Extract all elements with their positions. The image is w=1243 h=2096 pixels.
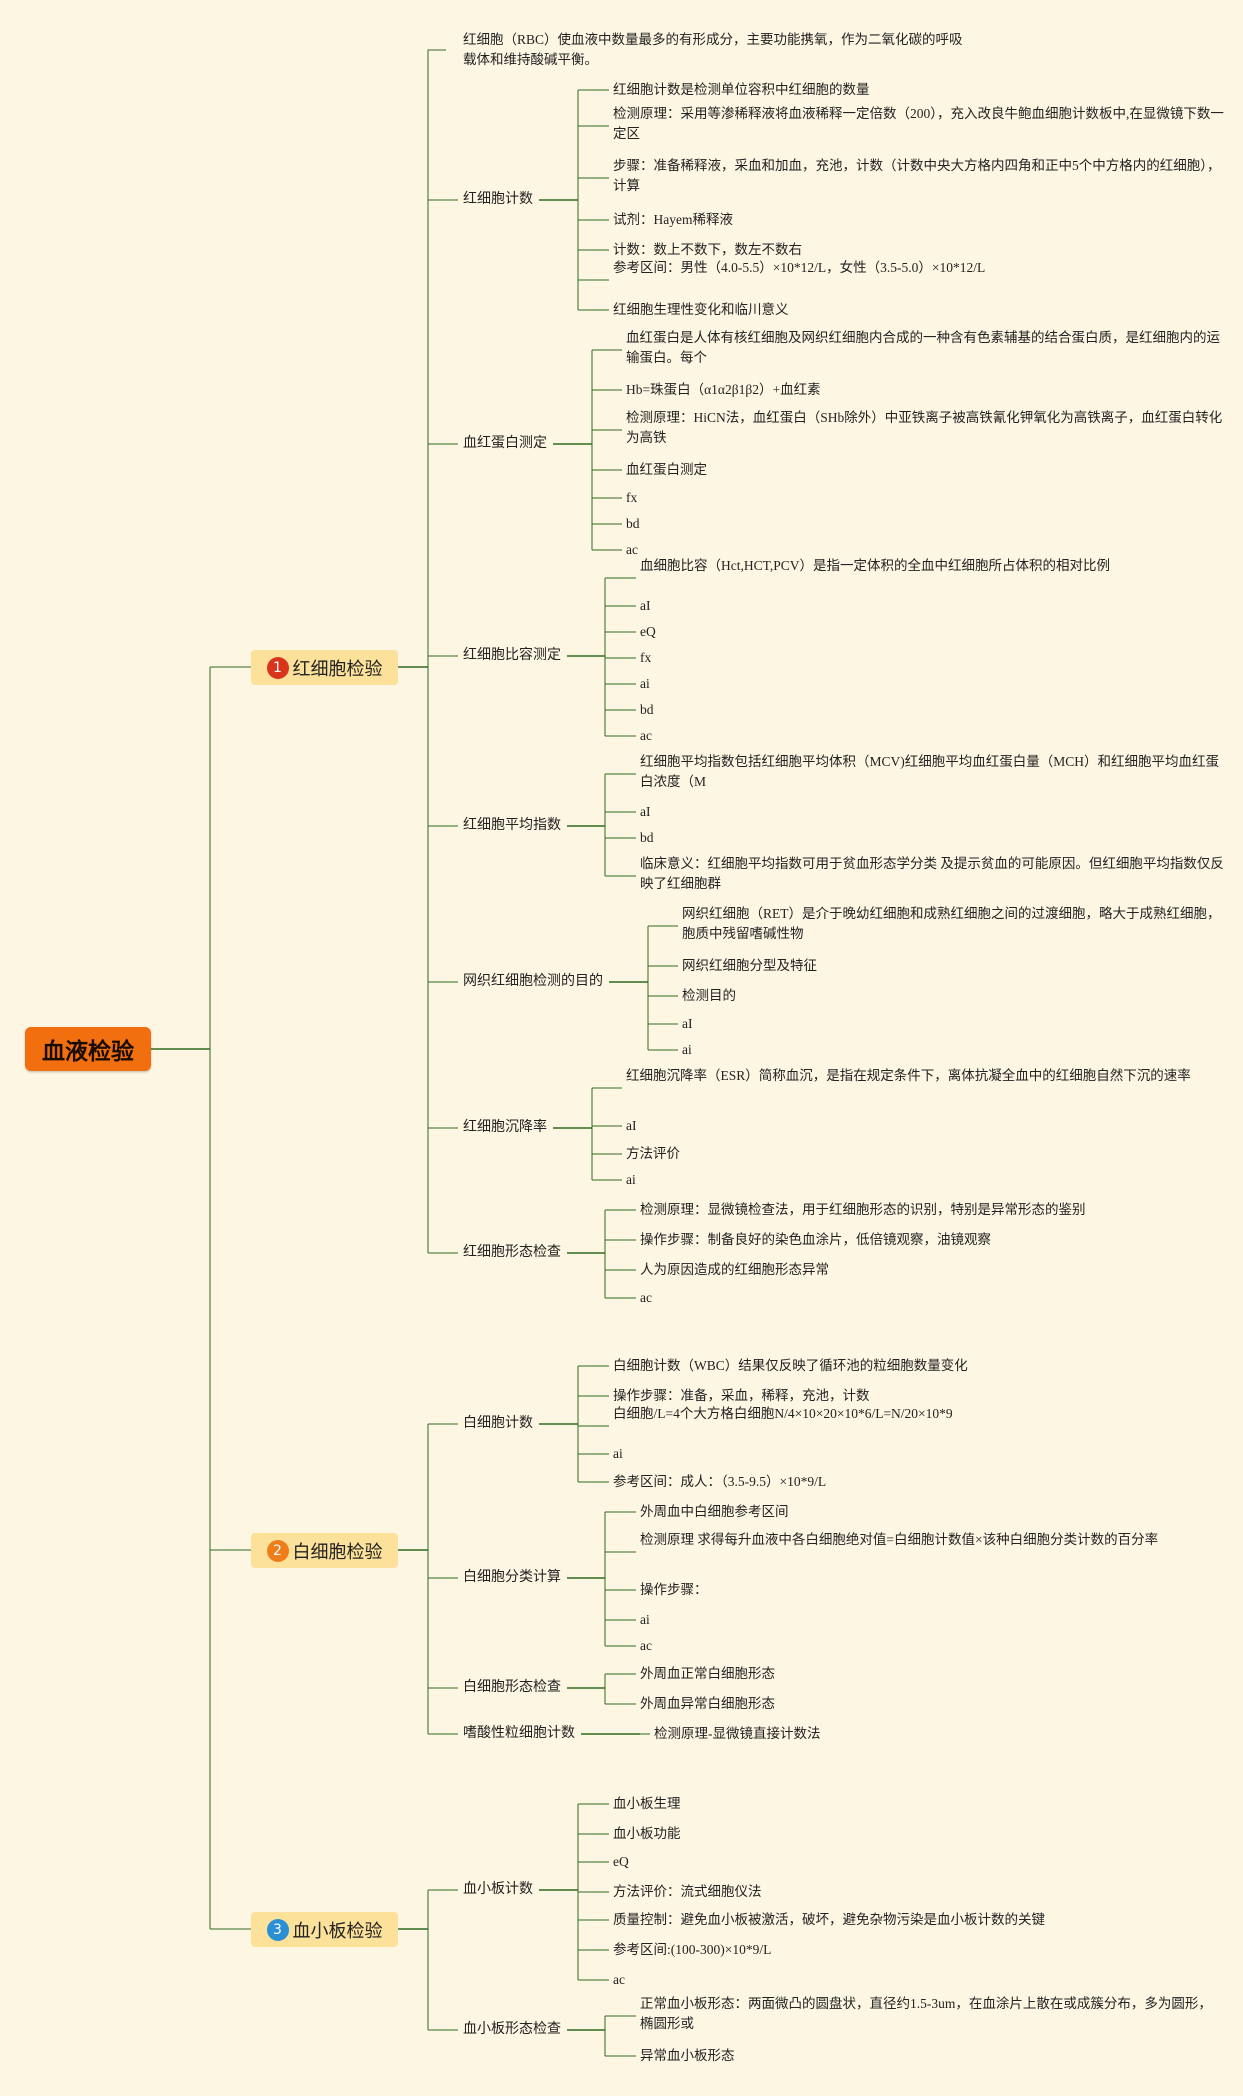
number-badge-icon: 1 bbox=[266, 656, 289, 679]
leaf-item: 参考区间：男性（4.0-5.5）×10*12/L，女性（3.5-5.0）×10*… bbox=[613, 260, 986, 275]
leaf-item: 临床意义：红细胞平均指数可用于贫血形态学分类 及提示贫血的可能原因。但红细胞平均… bbox=[640, 856, 1224, 891]
leaf-item: 白细胞/L=4个大方格白细胞N/4×10×20×10*6/L=N/20×10*9 bbox=[613, 1406, 953, 1421]
leaf-item: eQ bbox=[640, 624, 656, 639]
leaf-item: ac bbox=[626, 542, 638, 557]
leaf-item: Hb=珠蛋白（α1α2β1β2）+血红素 bbox=[626, 382, 821, 397]
leaf-item: 血小板生理 bbox=[613, 1796, 681, 1811]
leaf-item: 网织红细胞分型及特征 bbox=[682, 958, 817, 973]
leaf-item: 方法评价 bbox=[626, 1146, 680, 1161]
number-badge-icon: 3 bbox=[266, 1918, 289, 1941]
leaf-item: ai bbox=[640, 1612, 650, 1627]
topic-1-1: 白细胞分类计算 bbox=[463, 1570, 561, 1585]
leaf-item: 计数：数上不数下，数左不数右 bbox=[613, 242, 802, 257]
leaf-item: ac bbox=[613, 1972, 625, 1987]
leaf-item: 检测原理：采用等渗稀释液将血液稀释一定倍数（200），充入改良牛鲍血细胞计数板中… bbox=[613, 106, 1224, 141]
leaf-item: ai bbox=[626, 1172, 636, 1187]
leaf-item: 异常血小板形态 bbox=[640, 2048, 735, 2063]
topic-0-0: 红细胞计数 bbox=[463, 192, 533, 207]
leaf-item: ac bbox=[640, 1638, 652, 1653]
leaf-item: 红细胞计数是检测单位容积中红细胞的数量 bbox=[613, 82, 870, 97]
leaf-item: 红细胞生理性变化和临川意义 bbox=[613, 302, 789, 317]
leaf-item: bd bbox=[640, 702, 654, 717]
leaf-item: 人为原因造成的红细胞形态异常 bbox=[640, 1262, 829, 1277]
leaf-item: 参考区间：成人：（3.5-9.5）×10*9/L bbox=[613, 1474, 827, 1489]
section-label: 红细胞检验 bbox=[292, 658, 383, 680]
leaf-item: 试剂：Hayem稀释液 bbox=[613, 212, 733, 227]
leaf-item: 外周血异常白细胞形态 bbox=[640, 1696, 775, 1711]
leaf-item: aI bbox=[640, 804, 651, 819]
topic-0-4: 网织红细胞检测的目的 bbox=[463, 974, 603, 989]
leaf-item: 操作步骤： bbox=[640, 1582, 708, 1597]
topic-0-2: 红细胞比容测定 bbox=[463, 648, 561, 663]
intro-note: 红细胞（RBC）使血液中数量最多的有形成分，主要功能携氧，作为二氧化碳的呼吸载体… bbox=[463, 32, 963, 67]
leaf-item: 网织红细胞（RET）是介于晚幼红细胞和成熟红细胞之间的过渡细胞，略大于成熟红细胞… bbox=[682, 906, 1221, 941]
leaf-item: 检测原理：显微镜检查法，用于红细胞形态的识别，特别是异常形态的鉴别 bbox=[640, 1202, 1086, 1217]
leaf-item: 操作步骤：准备，采血，稀释，充池，计数 bbox=[613, 1388, 870, 1403]
leaf-item: 红细胞沉降率（ESR）简称血沉，是指在规定条件下，离体抗凝全血中的红细胞自然下沉… bbox=[626, 1068, 1191, 1083]
section-label: 血小板检验 bbox=[292, 1920, 383, 1942]
section-label: 白细胞检验 bbox=[292, 1541, 383, 1563]
leaf-item: 血小板功能 bbox=[613, 1826, 681, 1841]
leaf-item: 检测原理 求得每升血液中各白细胞绝对值=白细胞计数值×该种白细胞分类计数的百分率 bbox=[640, 1532, 1159, 1547]
leaf-item: aI bbox=[626, 1118, 637, 1133]
topic-2-0: 血小板计数 bbox=[463, 1882, 533, 1897]
leaf-item: ac bbox=[640, 1290, 652, 1305]
leaf-item: 白细胞计数（WBC）结果仅反映了循环池的粒细胞数量变化 bbox=[613, 1358, 968, 1373]
leaf-item: 外周血中白细胞参考区间 bbox=[640, 1504, 789, 1519]
leaf-item: 红细胞平均指数包括红细胞平均体积（MCV)红细胞平均血红蛋白量（MCH）和红细胞… bbox=[640, 754, 1220, 789]
leaf-item: ai bbox=[640, 676, 650, 691]
topic-2-1: 血小板形态检查 bbox=[463, 2022, 561, 2037]
leaf-item: bd bbox=[640, 830, 654, 845]
leaf-item: 外周血正常白细胞形态 bbox=[640, 1666, 775, 1681]
number-badge-icon: 2 bbox=[266, 1539, 289, 1562]
leaf-item: 检测原理-显微镜直接计数法 bbox=[654, 1726, 821, 1741]
leaf-item: 血细胞比容（Hct,HCT,PCV）是指一定体积的全血中红细胞所占体积的相对比例 bbox=[640, 558, 1111, 573]
leaf-item: 方法评价：流式细胞仪法 bbox=[613, 1884, 762, 1899]
leaf-item: aI bbox=[640, 598, 651, 613]
topic-0-3: 红细胞平均指数 bbox=[463, 818, 561, 833]
leaf-item: 质量控制：避免血小板被激活，破坏，避免杂物污染是血小板计数的关键 bbox=[613, 1912, 1045, 1927]
leaf-item: 检测目的 bbox=[682, 988, 736, 1003]
leaf-item: 操作步骤：制备良好的染色血涂片，低倍镜观察，油镜观察 bbox=[640, 1232, 991, 1247]
leaf-item: fx bbox=[626, 490, 638, 505]
leaf-item: 正常血小板形态：两面微凸的圆盘状，直径约1.5-3um，在血涂片上散在或成簇分布… bbox=[640, 1996, 1212, 2031]
leaf-item: 血红蛋白是人体有核红细胞及网织红细胞内合成的一种含有色素辅基的结合蛋白质，是红细… bbox=[626, 330, 1220, 365]
topic-0-1: 血红蛋白测定 bbox=[463, 436, 547, 451]
topic-0-5: 红细胞沉降率 bbox=[463, 1120, 547, 1135]
topic-0-6: 红细胞形态检查 bbox=[463, 1245, 561, 1260]
leaf-item: 参考区间:(100-300)×10*9/L bbox=[613, 1942, 772, 1957]
leaf-item: ai bbox=[613, 1446, 623, 1461]
topic-1-3: 嗜酸性粒细胞计数 bbox=[463, 1726, 575, 1741]
leaf-item: ai bbox=[682, 1042, 692, 1057]
topic-1-0: 白细胞计数 bbox=[463, 1416, 533, 1431]
leaf-item: ac bbox=[640, 728, 652, 743]
topic-1-2: 白细胞形态检查 bbox=[463, 1680, 561, 1695]
intro-connector bbox=[427, 49, 446, 56]
leaf-item: 步骤：准备稀释液，采血和加血，充池，计数（计数中央大方格内四角和正中5个中方格内… bbox=[613, 158, 1221, 193]
leaf-item: aI bbox=[682, 1016, 693, 1031]
leaf-item: 检测原理：HiCN法，血红蛋白（SHb除外）中亚铁离子被高铁氰化钾氧化为高铁离子… bbox=[626, 410, 1223, 445]
root-node: 血液检验 bbox=[25, 1027, 151, 1071]
leaf-item: 血红蛋白测定 bbox=[626, 462, 707, 477]
leaf-item: bd bbox=[626, 516, 640, 531]
leaf-item: eQ bbox=[613, 1854, 629, 1869]
leaf-item: fx bbox=[640, 650, 652, 665]
